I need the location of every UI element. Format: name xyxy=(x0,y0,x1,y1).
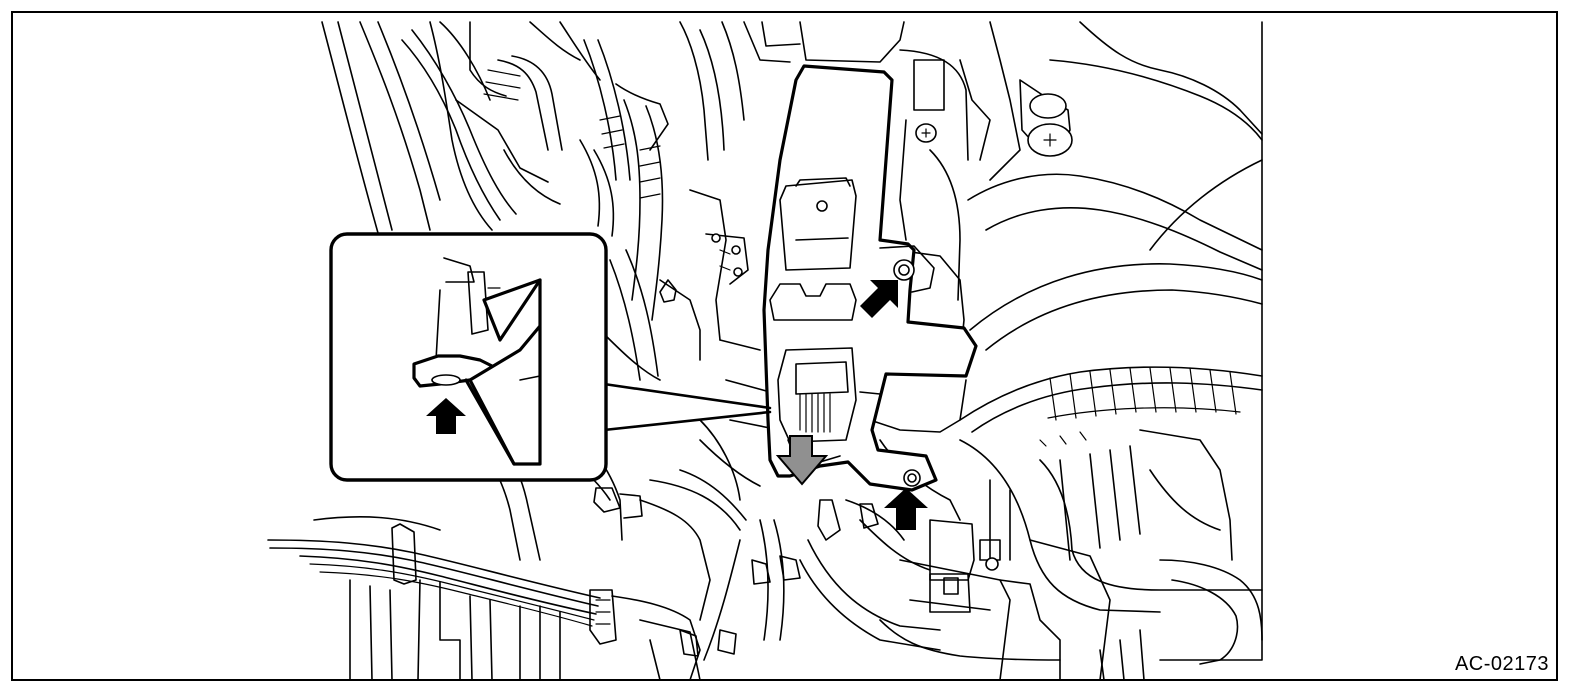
figure-border xyxy=(11,11,1558,681)
detail-callout xyxy=(329,232,772,482)
diagonal-arrow-icon xyxy=(860,280,898,318)
blower-housing-background xyxy=(879,21,1263,681)
wiring-harness-background xyxy=(321,21,801,381)
figure-code: AC-02173 xyxy=(1454,653,1549,675)
downward-arrow-icon xyxy=(775,435,829,486)
control-module xyxy=(762,64,978,492)
upward-arrow-icon-lower xyxy=(884,488,928,530)
callout-leader xyxy=(602,382,772,432)
upward-arrow-icon xyxy=(426,398,466,434)
